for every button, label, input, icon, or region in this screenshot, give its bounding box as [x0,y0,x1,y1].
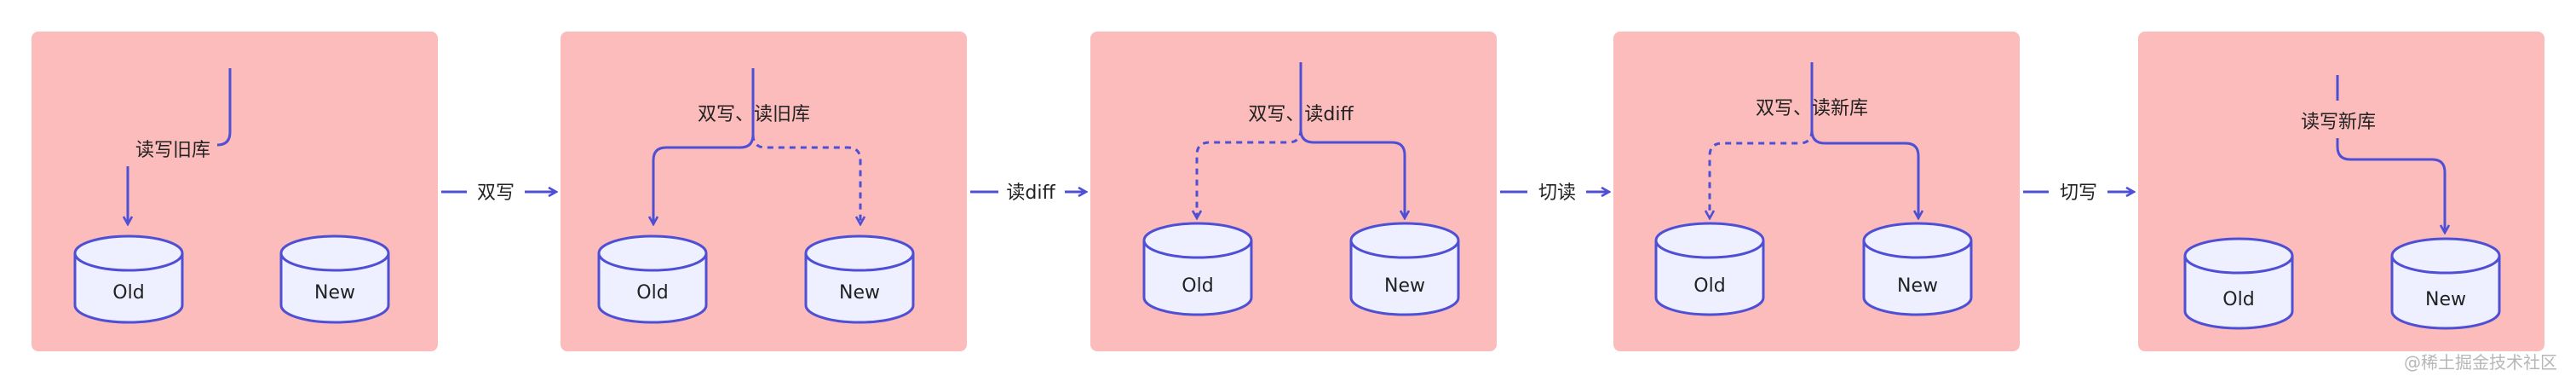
transition-1: 双写 [441,182,555,204]
database-label: New [1384,275,1425,297]
panel-stage-3: 双写、读diff Old New [1090,32,1497,351]
database-old: Old [2183,237,2294,330]
panel-label: 双写、读旧库 [698,104,810,125]
database-label: Old [2222,289,2254,310]
database-old: Old [1142,222,1253,316]
flow-arrow-to-new [1299,62,1405,217]
database-old: Old [1654,222,1765,316]
database-new: New [1349,222,1460,316]
panel-stage-5: 读写新库 Old New [2138,32,2544,351]
panel-label: 双写、读diff [1248,104,1354,125]
database-label: New [1897,275,1938,297]
transition-2: 读diff [970,182,1085,204]
panel-stage-4: 双写、读新库 Old New [1613,32,2020,351]
database-new: New [1862,222,1973,316]
database-label: New [314,282,355,304]
database-new: New [279,234,390,324]
transition-label: 双写 [477,182,515,204]
flow-arrow-to-new [2336,138,2445,232]
panel-stage-2: 双写、读旧库 Old New [561,32,967,351]
database-label: New [839,282,880,304]
transition-3: 切读 [1500,182,1608,204]
flow-arrow-to-old-dashed [1197,129,1302,217]
watermark: @稀土掘金技术社区 [2404,352,2557,373]
flow-arrow-to-old [653,68,755,223]
database-label: Old [1182,275,1213,297]
database-label: New [2425,289,2466,310]
panel-label: 读写旧库 [135,140,210,161]
flow-arrow-to-old-dashed [1710,130,1814,217]
database-new: New [2390,237,2501,330]
database-old: Old [73,234,184,324]
database-old: Old [597,234,708,324]
transition-label: 读diff [1006,182,1055,204]
transition-label: 切读 [1538,182,1576,204]
panel-stage-1: 读写旧库 Old New [32,32,438,351]
flow-line [216,68,232,147]
database-label: Old [636,282,668,304]
panel-label: 读写新库 [2301,112,2376,133]
panel-label: 双写、读新库 [1756,98,1868,119]
flow-arrow-to-new-dashed [751,134,860,223]
transition-4: 切写 [2023,182,2133,204]
transition-label: 切写 [2060,182,2097,204]
database-label: Old [1693,275,1725,297]
database-new: New [804,234,915,324]
database-label: Old [112,282,144,304]
flow-arrow-to-new [1810,62,1918,217]
